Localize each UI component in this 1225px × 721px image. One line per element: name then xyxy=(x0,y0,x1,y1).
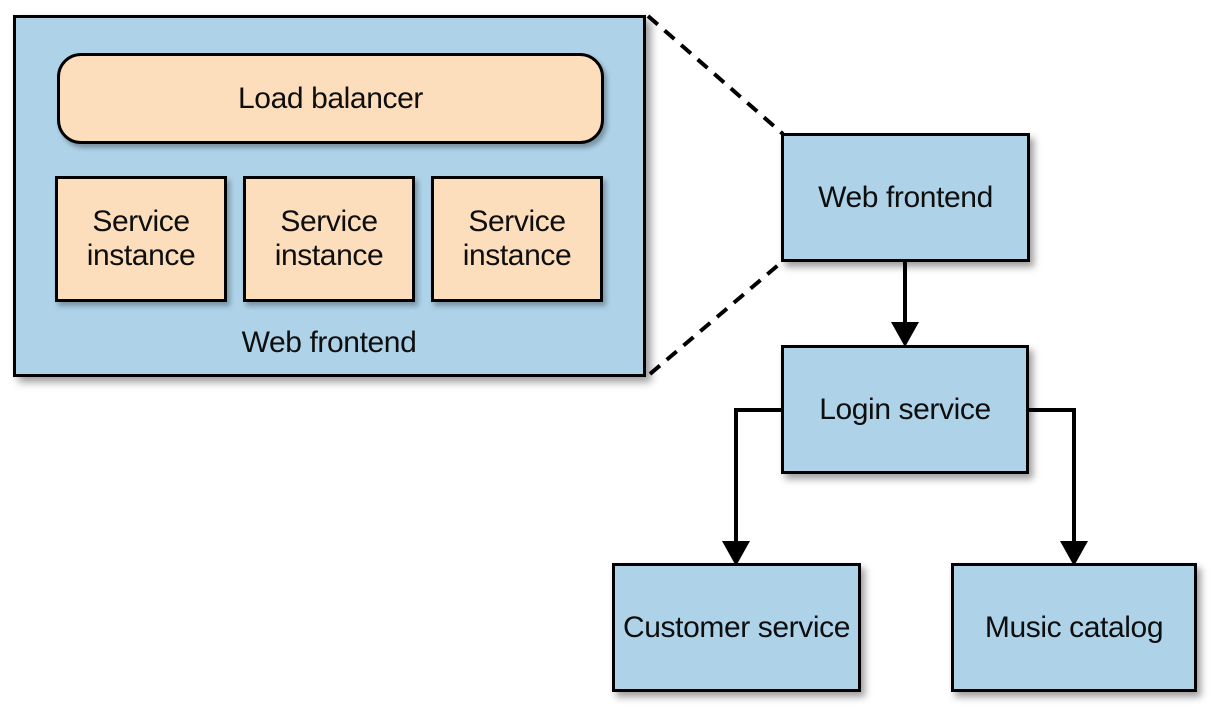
service-instance-label: Service instance xyxy=(462,204,572,273)
service-instance-box-2: Service instance xyxy=(243,176,415,302)
node-web-frontend: Web frontend xyxy=(781,133,1030,262)
zoom-callout-top-line xyxy=(646,14,785,136)
node-customer-service: Customer service xyxy=(612,563,861,692)
edge-login-music xyxy=(1027,408,1076,543)
detail-panel-caption: Web frontend xyxy=(241,326,417,359)
service-instance-label: Service instance xyxy=(86,204,196,273)
node-music-catalog-label: Music catalog xyxy=(984,610,1164,644)
arrowhead-music-icon xyxy=(1060,541,1088,566)
zoom-callout-bottom-line xyxy=(648,259,785,376)
service-instance-label: Service instance xyxy=(274,204,384,273)
node-login-service: Login service xyxy=(781,345,1029,474)
node-music-catalog: Music catalog xyxy=(951,563,1197,692)
service-instance-box-3: Service instance xyxy=(431,176,603,302)
node-customer-service-label: Customer service xyxy=(623,610,850,644)
arrowhead-customer-icon xyxy=(722,541,750,566)
web-frontend-detail-panel: Load balancer Service instance Service i… xyxy=(13,15,646,377)
edge-login-customer xyxy=(734,408,783,543)
node-login-service-label: Login service xyxy=(819,392,991,426)
service-instance-box-1: Service instance xyxy=(55,176,227,302)
load-balancer-label: Load balancer xyxy=(238,81,423,115)
load-balancer-box: Load balancer xyxy=(57,53,604,144)
arrowhead-login-icon xyxy=(891,322,919,347)
node-web-frontend-label: Web frontend xyxy=(818,180,993,214)
